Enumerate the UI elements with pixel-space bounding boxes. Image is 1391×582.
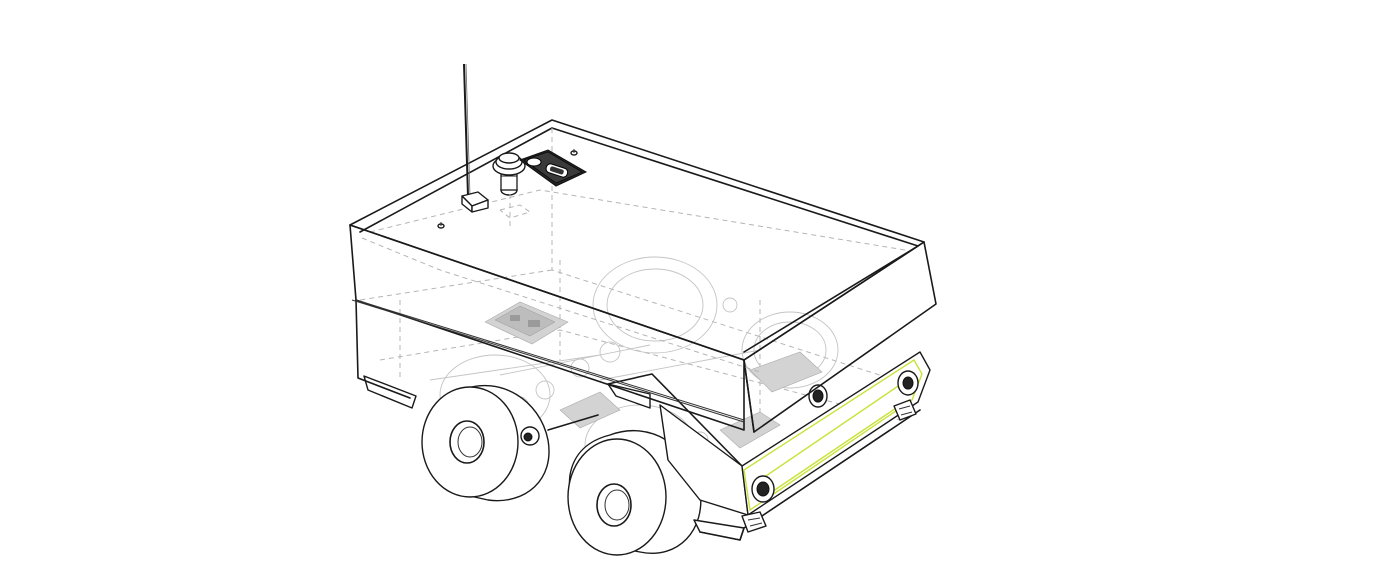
mount-pin-icon [570, 149, 578, 156]
sensor-icon[interactable] [808, 384, 828, 408]
hook-icon [893, 399, 917, 421]
wheel-icon[interactable] [567, 430, 702, 556]
hook-icon [741, 511, 767, 533]
mount-pin-icon [437, 222, 445, 229]
circuit-board-icon [484, 301, 569, 345]
upper-body [349, 119, 937, 433]
antenna-icon [461, 63, 489, 213]
sensor-icon[interactable] [897, 370, 919, 396]
sensor-icon[interactable] [751, 475, 775, 503]
lower-chassis [355, 299, 931, 556]
sensor-icon[interactable] [520, 426, 540, 446]
top-components [437, 63, 588, 230]
wheel-icon[interactable] [421, 385, 550, 502]
control-panel-icon[interactable] [518, 149, 588, 187]
emergency-stop-icon[interactable] [492, 152, 526, 196]
